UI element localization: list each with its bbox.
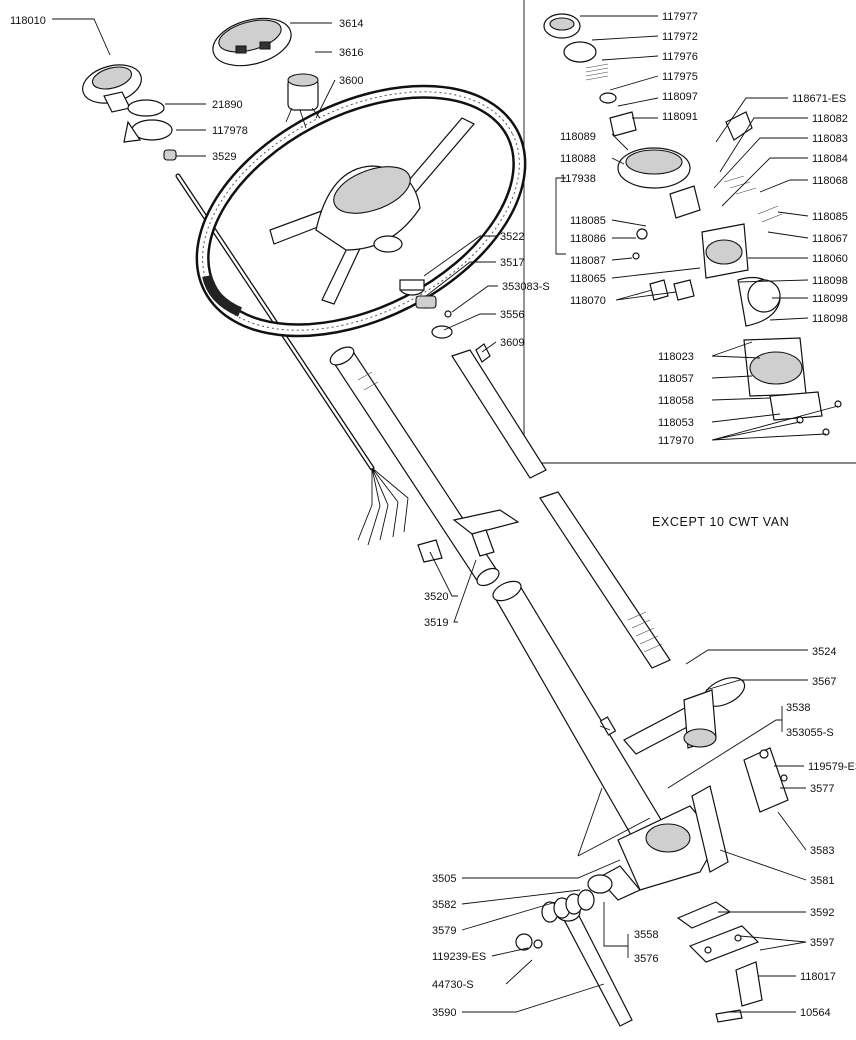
label-118671-es: 118671-ES (792, 93, 846, 105)
label-21890: 21890 (212, 99, 243, 111)
label-3519: 3519 (424, 617, 448, 629)
inset-leader-lines (555, 15, 839, 441)
label-3614: 3614 (339, 18, 363, 30)
label-3579: 3579 (432, 925, 456, 937)
horn-ring-3614 (212, 17, 292, 67)
label-118084: 118084 (812, 153, 848, 165)
label-119239-es: 119239-ES (432, 951, 486, 963)
label-119579-es: 119579-ES (808, 761, 856, 773)
steering-wheel (195, 84, 527, 338)
label-3556: 3556 (500, 309, 524, 321)
drop-arm-3590 (515, 889, 633, 1027)
label-118087: 118087 (570, 255, 606, 267)
inner-steering-shaft (451, 349, 671, 669)
variant-note: EXCEPT 10 CWT VAN (652, 515, 789, 529)
label-117978: 117978 (212, 125, 248, 137)
label-118082: 118082 (812, 113, 848, 125)
label-353055-s: 353055-S (786, 727, 834, 739)
label-3567: 3567 (812, 676, 836, 688)
steering-box-3567 (599, 677, 746, 755)
label-3600: 3600 (339, 75, 363, 87)
label-118098-b: 118098 (812, 313, 848, 325)
label-118068: 118068 (812, 175, 848, 187)
label-3529: 3529 (212, 151, 236, 163)
leader-lines (52, 18, 808, 1013)
label-118058: 118058 (658, 395, 694, 407)
label-118088: 118088 (560, 153, 596, 165)
label-3583: 3583 (810, 845, 834, 857)
label-118053: 118053 (658, 417, 694, 429)
part-labels: 118010 3614 3616 3600 21890 117978 3529 … (10, 11, 856, 1019)
side-cover-3583 (743, 747, 789, 813)
label-118067: 118067 (812, 233, 848, 245)
bush-and-bearing-parts (399, 279, 491, 363)
label-118097: 118097 (662, 91, 698, 103)
label-118083: 118083 (812, 133, 848, 145)
label-118070: 118070 (570, 295, 606, 307)
label-10564: 10564 (800, 1007, 831, 1019)
label-3517: 3517 (500, 257, 524, 269)
label-118085-a: 118085 (570, 215, 606, 227)
label-118017: 118017 (800, 971, 836, 983)
label-118057: 118057 (658, 373, 694, 385)
label-3576: 3576 (634, 953, 658, 965)
label-3538: 3538 (786, 702, 810, 714)
label-3590: 3590 (432, 1007, 456, 1019)
label-3558: 3558 (634, 929, 658, 941)
label-353083-s: 353083-S (502, 281, 550, 293)
label-117977: 117977 (662, 11, 698, 23)
label-3597: 3597 (810, 937, 834, 949)
label-3592: 3592 (810, 907, 834, 919)
label-3581: 3581 (810, 875, 834, 887)
label-117970: 117970 (658, 435, 694, 447)
label-118089: 118089 (560, 131, 596, 143)
label-44730-s: 44730-S (432, 979, 474, 991)
label-3520: 3520 (424, 591, 448, 603)
upper-column-tube (329, 346, 500, 587)
side-cover-gasket-3581 (691, 785, 729, 873)
label-118023: 118023 (658, 351, 694, 363)
contact-3616 (285, 73, 321, 129)
label-3609: 3609 (500, 337, 524, 349)
label-117972: 117972 (662, 31, 698, 43)
label-118091: 118091 (662, 111, 698, 123)
label-117976: 117976 (662, 51, 698, 63)
label-118099: 118099 (812, 293, 848, 305)
label-118010: 118010 (10, 15, 46, 27)
label-118065: 118065 (570, 273, 606, 285)
label-3522: 3522 (500, 231, 524, 243)
inset-frame (523, 0, 856, 464)
horn-button-assembly (82, 64, 177, 161)
inset-horn-assembly-parts (543, 13, 842, 436)
label-118086: 118086 (570, 233, 606, 245)
label-117938: 117938 (560, 173, 596, 185)
label-3577: 3577 (810, 783, 834, 795)
label-3616: 3616 (339, 47, 363, 59)
mounting-plates-3592-3597 (676, 901, 763, 1023)
label-117975: 117975 (662, 71, 698, 83)
column-clips-3520-3519 (417, 509, 520, 563)
label-3582: 3582 (432, 899, 456, 911)
label-3524: 3524 (812, 646, 836, 658)
label-118085-b: 118085 (812, 211, 848, 223)
label-3505: 3505 (432, 873, 456, 885)
label-118098-a: 118098 (812, 275, 848, 287)
label-118060: 118060 (812, 253, 848, 265)
